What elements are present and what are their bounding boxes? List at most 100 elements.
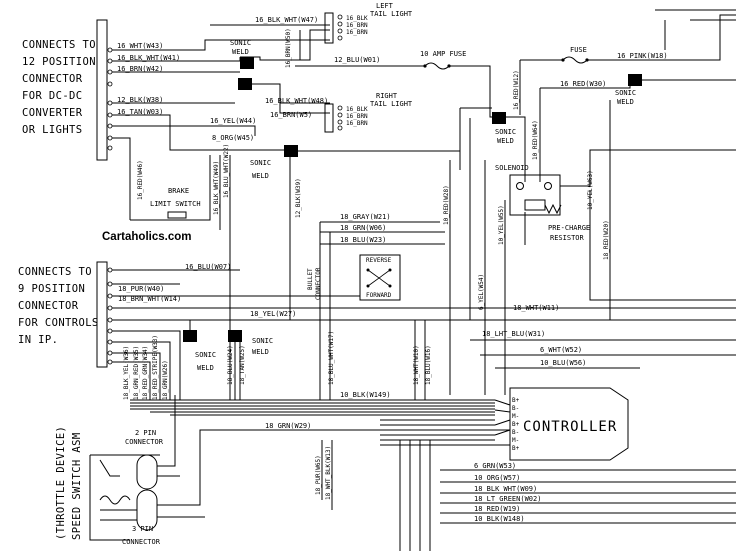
sonic4-label-2: WELD	[252, 172, 269, 180]
wire-label-w16: 18_BLU(W16)	[425, 345, 432, 385]
wire-label-w18: 16_PINK(W18)	[617, 52, 668, 60]
sonic3-label-2: WELD	[497, 137, 514, 145]
wire-label-w14: 18_BRN_WHT(W14)	[118, 295, 181, 303]
wire-label-w24: 18_BLU(W24)	[227, 345, 234, 385]
pin-label-5: B-	[512, 429, 519, 436]
wire-label-w21: 18_GRAY(W21)	[340, 213, 391, 221]
wire-label-w48: 16_BLK_WHT(W48)	[265, 97, 328, 105]
wire-label-w10: 18_WHT(W10)	[413, 345, 420, 385]
wire-label-w31: 18_LHT_BLU(W31)	[482, 330, 545, 338]
wire-label-w64: 10_RED(W64)	[532, 120, 539, 160]
sonic1-label-2: WELD	[232, 48, 249, 56]
wire-label-w12: 16_RED(W12)	[513, 70, 520, 110]
wire-label-w23: 18_BLU(W23)	[340, 236, 386, 244]
bullet-label-2: CONNECTOR	[315, 267, 322, 300]
brake-label-1: BRAKE	[168, 187, 189, 195]
brand-watermark: Cartaholics.com	[102, 231, 191, 243]
controller	[509, 387, 629, 461]
pin-label-1: B+	[512, 397, 520, 404]
harness-bundle	[130, 399, 495, 446]
solenoid-label: SOLENOID	[495, 164, 529, 172]
note-connect12-line1: CONNECTS TO	[22, 39, 96, 51]
sonic4-label-1: SONIC	[250, 159, 271, 167]
wire-label-w17: 18_BLU_WHT(W17)	[328, 331, 335, 385]
bullet-label-1: BULLET	[307, 268, 314, 290]
forward-label: FORWARD	[366, 292, 392, 299]
wire-label-w01: 12_BLU(W01)	[334, 56, 380, 64]
wire-label-w11: 18_WHT(W11)	[513, 304, 559, 312]
wire-label-w65: 18_PUR(W65)	[315, 455, 322, 495]
sonic-weld-1	[240, 57, 254, 69]
wire-label-w03: 16_TAN(W03)	[117, 108, 163, 116]
wire-label-w34: 18_RED_GRN(W34)	[142, 346, 149, 400]
wire-label-w55: 10_YEL(W55)	[498, 205, 505, 245]
wire-label-w02: 18_LT_GREEN(W02)	[474, 495, 541, 503]
connector-12-position	[96, 19, 108, 161]
throttle-label-1: (THROTTLE DEVICE)	[55, 426, 67, 540]
wire-label-w27: 18_YEL(W27)	[250, 310, 296, 318]
wire-label-w41: 16_BLK_WHT(W41)	[117, 54, 180, 62]
sonic1-label-1: SONIC	[230, 39, 251, 47]
svg-text:16_BRN: 16_BRN	[346, 120, 368, 127]
reverse-forward-switch	[359, 254, 401, 301]
wire-label-w47: 16_BLK_WHT(W47)	[255, 16, 318, 24]
wire-label-w25: 18_TAN(W25)	[239, 345, 246, 385]
note-connect9-line5: IN IP.	[18, 334, 58, 346]
note-connect9-line2: 9 POSITION	[18, 283, 85, 295]
wire-label-w28: 10_RED(W28)	[443, 185, 450, 225]
fuse10-label: 10 AMP FUSE	[420, 50, 466, 58]
svg-text:16_BLK: 16_BLK	[346, 15, 368, 22]
brake-label-2: LIMIT SWITCH	[150, 200, 201, 208]
wire-label-w5: 16_BRN(W5)	[270, 111, 312, 119]
sonic-weld-7	[628, 74, 642, 86]
wire-label-w35: 18_GRN_RED(W35)	[133, 346, 140, 400]
svg-text:16_BRN: 16_BRN	[346, 29, 368, 36]
left-tail-connector	[324, 12, 334, 44]
connector-9-position	[96, 261, 108, 368]
wire-label-w54: 6_YEL(W54)	[478, 274, 485, 310]
wire-label-w53: 6_GRN(W53)	[474, 462, 516, 470]
sonic-weld-5	[183, 330, 197, 342]
wire-label-w20: 18_RED(W20)	[603, 220, 610, 260]
wire-label-w07: 16_BLU(W07)	[185, 263, 231, 271]
svg-text:16_BRN: 16_BRN	[346, 113, 368, 120]
wire-label-w22: 16_BLU_WHT(W22)	[223, 144, 230, 198]
note-connect12-line5: CONVERTER	[22, 107, 83, 119]
pin2-label-1: 2 PIN	[135, 429, 156, 437]
right-tail-label-2: TAIL LIGHT	[370, 100, 413, 108]
fuse-label: FUSE	[570, 46, 587, 54]
left-tail-label-1: LEFT	[376, 2, 394, 10]
note-connect9-line1: CONNECTS TO	[18, 266, 92, 278]
wire-label-w38: 12_BLK(W38)	[117, 96, 163, 104]
wire-label-w39: 12_BLK(W39)	[295, 178, 302, 218]
wire-label-w43: 16_WHT(W43)	[117, 42, 163, 50]
wire-label-w40: 18_PUR(W40)	[118, 285, 164, 293]
note-connect12-line3: CONNECTOR	[22, 73, 83, 85]
pin-label-7: B+	[512, 445, 520, 452]
note-connect9-line3: CONNECTOR	[18, 300, 79, 312]
connector-2-pin	[136, 454, 158, 490]
sonic7-label-2: WELD	[617, 98, 634, 106]
wire-label-w52: 6_WHT(W52)	[540, 346, 582, 354]
wire-label-w36: 18_BLK_YEL(W36)	[123, 346, 130, 400]
sonic6-label-2: WELD	[252, 348, 269, 356]
wire-label-w26: 18_GRN(W26)	[162, 360, 169, 400]
svg-text:16_BLK: 16_BLK	[346, 106, 368, 113]
note-connect12-line2: 12 POSITION	[22, 56, 96, 68]
pin-label-6: M-	[512, 437, 519, 444]
sonic5-label-1: SONIC	[195, 351, 216, 359]
wire-label-w13: 18_WHT_BLK(W13)	[325, 446, 332, 500]
pin2-label-2: CONNECTOR	[125, 438, 164, 446]
right-tail-connector	[324, 103, 334, 133]
sonic7-label-1: SONIC	[615, 89, 636, 97]
note-connect12-line4: FOR DC-DC	[22, 90, 83, 102]
wire-label-w33: 18_RED_STRIPE(W33)	[152, 335, 159, 400]
pin-label-4: B+	[512, 421, 520, 428]
wire-label-w50: 16_BRN(W50)	[285, 28, 292, 68]
svg-text:16_BRN: 16_BRN	[346, 22, 368, 29]
throttle-label-2: SPEED SWITCH ASM	[71, 432, 83, 540]
wire-label-w29: 18_GRN(W29)	[265, 422, 311, 430]
connector-3-pin	[136, 489, 158, 531]
pin3-label-2: CONNECTOR	[122, 538, 161, 546]
